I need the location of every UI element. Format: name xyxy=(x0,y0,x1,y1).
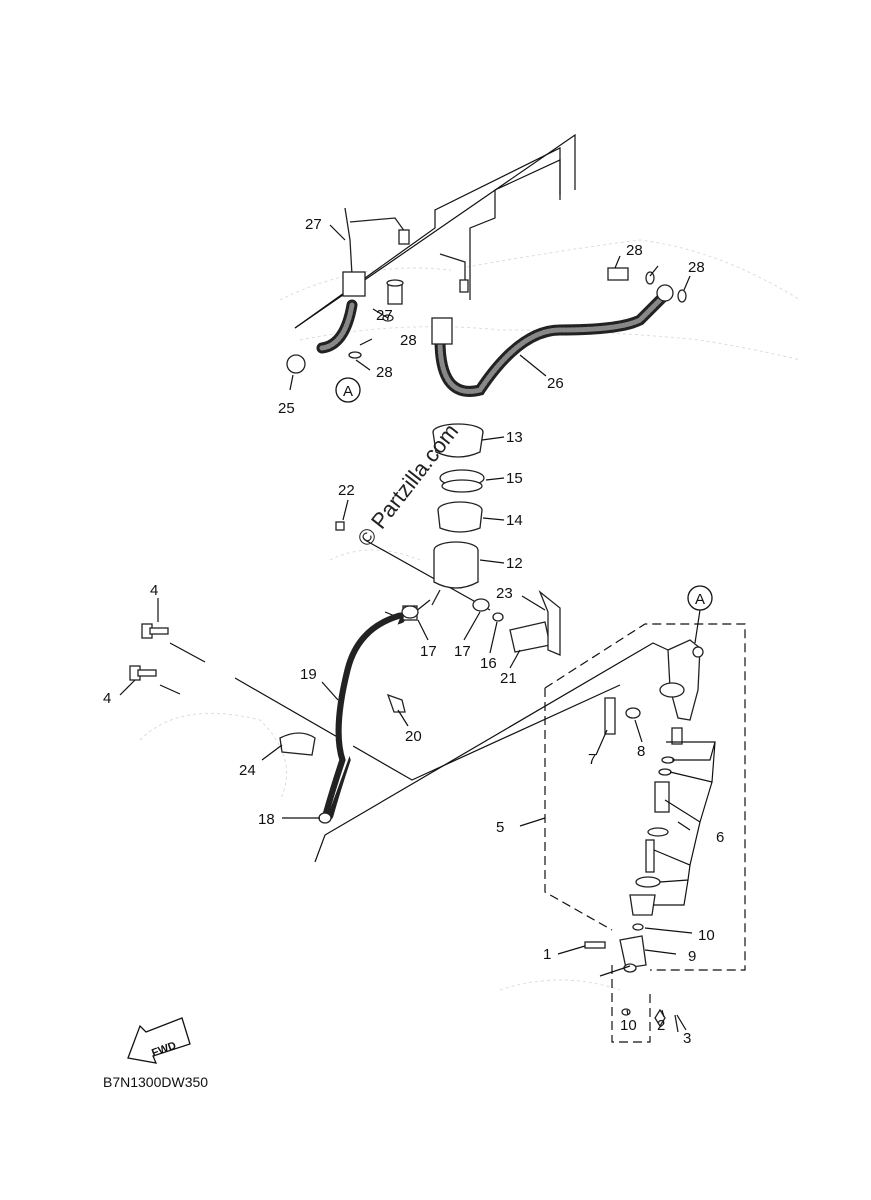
callout-11: 12 xyxy=(506,555,523,572)
callout-15: 16 xyxy=(480,655,497,672)
callout-21: 22 xyxy=(338,482,355,499)
callout-9: 9 xyxy=(688,948,696,965)
callout-17b: 18 xyxy=(258,811,275,828)
reservoir-cap-12 xyxy=(432,423,484,458)
callout-20: 21 xyxy=(500,670,517,687)
ref-circle-a-top: A xyxy=(335,377,361,403)
callout-18: 19 xyxy=(300,666,317,683)
callout-27b: 28 xyxy=(626,242,643,259)
clamp-19 xyxy=(386,693,406,713)
callout-10b: 10 xyxy=(620,1017,637,1034)
callout-19: 20 xyxy=(405,728,422,745)
callout-23: 25 xyxy=(278,400,295,417)
bracket-20 xyxy=(509,621,551,653)
callout-28b: 28 xyxy=(376,364,393,381)
brake-hose-24 xyxy=(431,253,674,397)
reservoir-tank-11 xyxy=(431,541,479,606)
callout-4b: 4 xyxy=(103,690,111,707)
diagram-code: B7N1300DW350 xyxy=(103,1074,208,1090)
callout-28a: 28 xyxy=(400,332,417,349)
ref-circle-a-right: A xyxy=(687,585,713,611)
callout-17a: 17 xyxy=(420,643,437,660)
callout-1: 1 xyxy=(543,946,551,963)
callout-13: 14 xyxy=(506,512,523,529)
callout-labels: 27 27 28 28 25 28 28 26 13 15 14 12 22 2… xyxy=(103,216,724,1047)
connection-lines xyxy=(159,133,669,863)
o-ring-15 xyxy=(492,612,504,622)
callout-27a: 27 xyxy=(376,307,393,324)
callout-22: 23 xyxy=(496,585,513,602)
ref-a-right-label: A xyxy=(695,591,705,608)
brake-hose-25 xyxy=(316,207,410,354)
fitting-16 xyxy=(472,598,490,612)
callout-3: 3 xyxy=(683,1030,691,1047)
diaphragm-plate-14 xyxy=(439,469,485,493)
diaphragm-13 xyxy=(437,501,483,533)
callout-6: 6 xyxy=(716,829,724,846)
callout-8: 8 xyxy=(637,743,645,760)
callout-5: 5 xyxy=(496,819,504,836)
union-bolts-27 xyxy=(386,267,629,305)
assembly-group-box xyxy=(544,623,746,1043)
callout-24: 26 xyxy=(547,375,564,392)
clip-26 xyxy=(279,732,316,756)
callout-10a: 10 xyxy=(698,927,715,944)
bolts-4 xyxy=(129,623,169,681)
callout-25: 27 xyxy=(305,216,322,233)
master-cylinder-assembly xyxy=(584,639,704,1033)
fwd-arrow-icon: FWD xyxy=(127,1017,191,1064)
clip-23 xyxy=(286,354,306,374)
bracket-22 xyxy=(538,589,561,656)
callout-pointer-lines xyxy=(119,224,716,1031)
ref-a-top-label: A xyxy=(343,383,353,400)
callout-7: 7 xyxy=(588,751,596,768)
callout-12: 13 xyxy=(506,429,523,446)
callout-14: 15 xyxy=(506,470,523,487)
callout-16: 17 xyxy=(454,643,471,660)
callout-4a: 4 xyxy=(150,582,158,599)
callout-26: 24 xyxy=(239,762,256,779)
hose-clamps-17 xyxy=(318,605,419,824)
screw-21 xyxy=(335,521,345,531)
background-ghost-outlines xyxy=(139,239,801,991)
callout-2: 2 xyxy=(657,1017,665,1034)
callout-28d: 28 xyxy=(688,259,705,276)
